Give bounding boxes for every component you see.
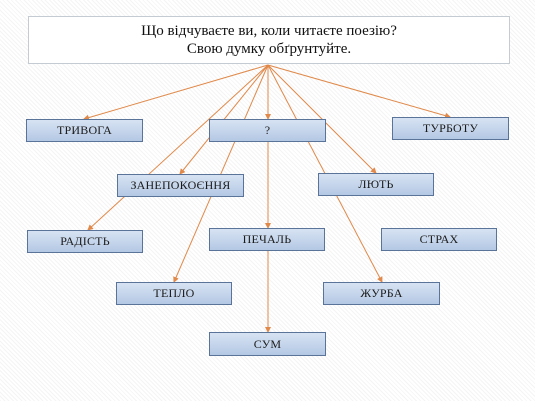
- question-box: Що відчуваєте ви, коли читаєте поезію? С…: [28, 16, 510, 64]
- node-sum: СУМ: [209, 332, 326, 356]
- node-pechal: ПЕЧАЛЬ: [209, 228, 325, 251]
- node-question-mark: ?: [209, 119, 326, 142]
- node-strakh: СТРАХ: [381, 228, 497, 251]
- arrow-to-teplo: [173, 64, 269, 283]
- node-teplo: ТЕПЛО: [116, 282, 232, 305]
- node-radist: РАДІСТЬ: [27, 230, 143, 253]
- node-zanepokoiennia: ЗАНЕПОКОЄННЯ: [117, 174, 244, 197]
- question-line-1: Що відчуваєте ви, коли читаєте поезію?: [141, 23, 397, 39]
- arrow-to-tryvoha: [83, 64, 269, 121]
- node-liut: ЛЮТЬ: [318, 173, 434, 196]
- node-turbotu: ТУРБОТУ: [392, 117, 509, 140]
- node-tryvoha: ТРИВОГА: [26, 119, 143, 142]
- arrow-to-turbotu: [267, 64, 451, 119]
- node-zhurba: ЖУРБА: [323, 282, 440, 305]
- arrow-to-radist: [87, 64, 269, 231]
- question-line-2: Свою думку обґрунтуйте.: [186, 41, 352, 57]
